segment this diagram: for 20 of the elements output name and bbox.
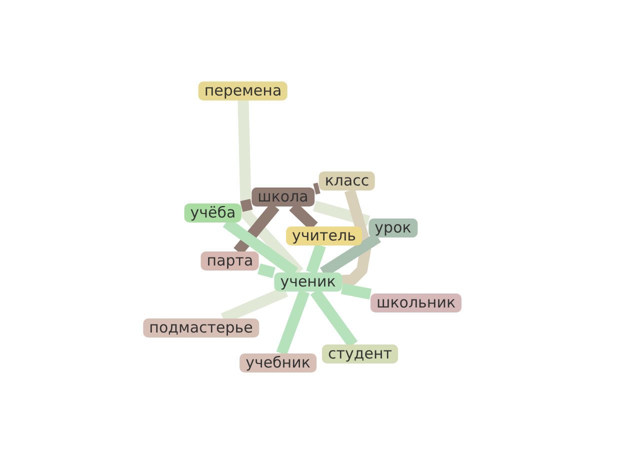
connector [240,198,253,212]
word-node: подмастерье [143,318,259,338]
word-node: школа [252,188,314,206]
word-node: школьник [370,294,462,312]
word-node: учитель [286,226,362,246]
connector [313,200,370,226]
connector [342,188,372,286]
word-node: класс [318,172,376,190]
word-node: перемена [198,82,288,100]
connector [258,264,276,278]
word-node: урок [368,218,418,238]
word-node: парта [200,252,260,270]
connector [313,182,320,194]
word-node: учебник [240,354,316,372]
word-node: студент [322,344,398,364]
word-node: учёба [184,204,242,222]
word-node: ученик [274,272,342,292]
connector [276,290,310,356]
connector [306,244,326,274]
connector [340,283,372,300]
